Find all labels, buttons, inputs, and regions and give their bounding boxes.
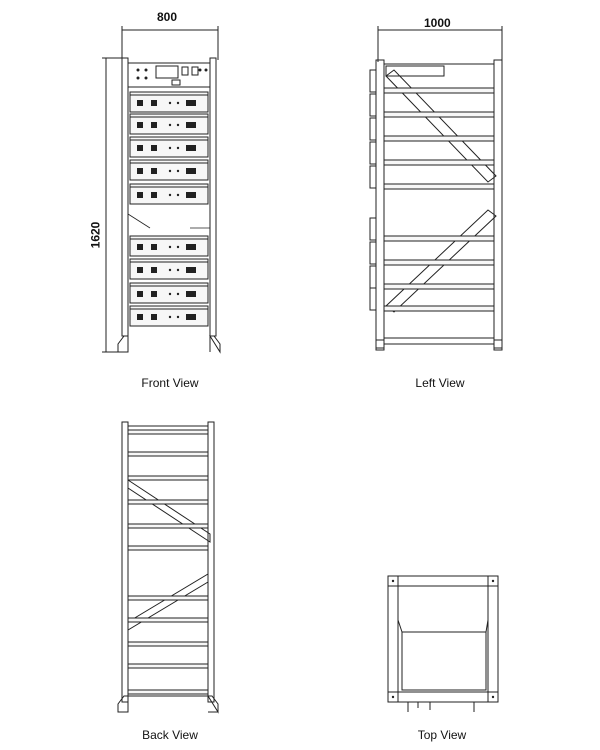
shelf [127, 475, 209, 481]
front-width-dimension-label: 800 [157, 10, 178, 24]
battery-module [129, 183, 209, 205]
battery-module [129, 305, 209, 327]
shelf [369, 93, 495, 118]
shelf [369, 141, 495, 166]
shelf [369, 217, 495, 242]
back-view-caption: Back View [142, 728, 198, 742]
battery-module [129, 136, 209, 158]
shelf [127, 595, 209, 601]
shelf [127, 523, 209, 529]
shelf [127, 451, 209, 457]
shelf [127, 617, 209, 623]
top-view-caption: Top View [417, 728, 467, 742]
shelf [369, 69, 495, 94]
battery-module [129, 91, 209, 113]
battery-module [129, 282, 209, 304]
shelf [127, 641, 209, 647]
battery-module [129, 113, 209, 135]
shelf [369, 241, 495, 266]
shelf [127, 689, 209, 695]
shelf [369, 287, 495, 312]
front-view-caption: Front View [141, 376, 199, 390]
shelf [127, 545, 209, 551]
shelf [369, 165, 495, 190]
left-width-dimension-label: 1000 [424, 16, 451, 30]
shelf [369, 117, 495, 142]
shelf [127, 429, 209, 435]
battery-module [129, 159, 209, 181]
battery-module [129, 258, 209, 280]
shelf [127, 499, 209, 505]
left-view-caption: Left View [415, 376, 465, 390]
shelf [127, 663, 209, 669]
battery-module [129, 235, 209, 257]
